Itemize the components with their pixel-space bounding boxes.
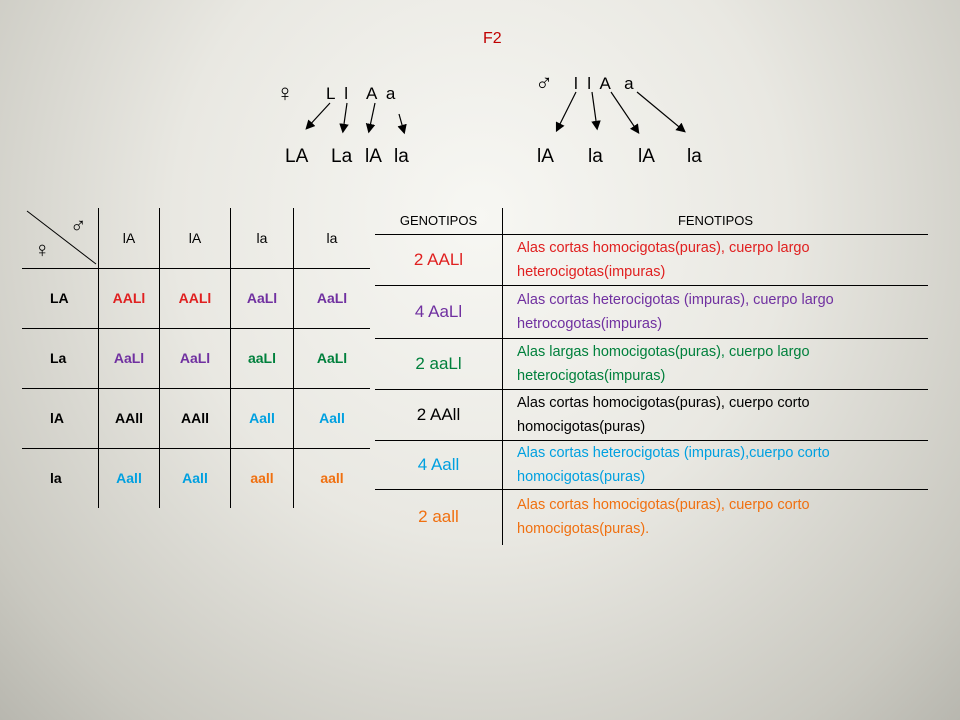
genotype-cell: 2 aall xyxy=(375,489,503,545)
punnett-col-header: lA xyxy=(159,208,231,269)
punnett-row-header: La xyxy=(22,328,99,389)
punnett-cell: Aall xyxy=(159,448,231,508)
genotype-cell: 4 Aall xyxy=(375,440,503,490)
female-gamete: lA xyxy=(365,146,382,167)
punnett-square: ♂ ♀ lA lA la la LA AALl AALl AaLl AaLl L… xyxy=(22,208,370,508)
phenotype-cell: Alas cortas homocigotas(puras), cuerpo l… xyxy=(502,234,928,286)
punnett-cell: aall xyxy=(230,448,294,508)
punnett-cell: AALl xyxy=(159,268,231,329)
male-parent-genotype: l l A a xyxy=(574,74,634,93)
punnett-cell: Aall xyxy=(293,388,370,449)
punnett-cell: AAll xyxy=(159,388,231,449)
male-gamete: lA xyxy=(638,146,655,167)
male-gamete: la xyxy=(588,146,603,167)
punnett-cell: AaLl xyxy=(230,268,294,329)
female-gamete: la xyxy=(394,146,409,167)
phenotype-cell: Alas cortas heterocigotas (impuras), cue… xyxy=(502,285,928,339)
male-symbol-icon: ♂ xyxy=(70,213,87,238)
phenotype-cell: Alas cortas homocigotas(puras), cuerpo c… xyxy=(517,497,810,538)
male-gamete: lA xyxy=(537,146,554,167)
male-symbol-icon: ♂ xyxy=(535,70,553,97)
page-title: F2 xyxy=(483,30,502,47)
punnett-cell: AALl xyxy=(98,268,160,329)
punnett-row-header: la xyxy=(22,448,99,508)
punnett-cell: AAll xyxy=(98,388,160,449)
punnett-col-header: lA xyxy=(98,208,160,269)
female-gamete: LA xyxy=(285,146,309,167)
punnett-corner: ♂ ♀ xyxy=(22,208,99,269)
genotype-cell: 2 AAll xyxy=(375,389,503,441)
genotypes-header: GENOTIPOS xyxy=(375,208,503,235)
punnett-row-header: lA xyxy=(22,388,99,449)
punnett-cell: Aall xyxy=(230,388,294,449)
phenotype-cell: Alas cortas heterocigotas (impuras),cuer… xyxy=(502,440,928,490)
punnett-cell: aall xyxy=(320,470,344,487)
genotype-cell: 2 aaLl xyxy=(375,338,503,390)
punnett-col-header: la xyxy=(293,208,370,269)
punnett-cell: Aall xyxy=(98,448,160,508)
phenotype-cell: Alas cortas homocigotas(puras), cuerpo c… xyxy=(502,389,928,441)
female-parent-genotype: L l A a xyxy=(326,84,396,103)
phenotype-cell: Alas largas homocigotas(puras), cuerpo l… xyxy=(502,338,928,390)
punnett-cell: AaLl xyxy=(159,328,231,389)
punnett-col-header: la xyxy=(230,208,294,269)
genotype-phenotype-table: GENOTIPOS FENOTIPOS 2 AALl Alas cortas h… xyxy=(375,208,928,545)
male-gamete: la xyxy=(687,146,702,167)
punnett-cell: AaLl xyxy=(293,268,370,329)
punnett-cell: aaLl xyxy=(230,328,294,389)
female-symbol-icon: ♀ xyxy=(276,80,294,107)
genotype-cell: 4 AaLl xyxy=(375,285,503,339)
female-gamete: La xyxy=(331,146,353,167)
genotype-cell: 2 AALl xyxy=(375,234,503,286)
female-symbol-icon: ♀ xyxy=(34,237,51,262)
punnett-cell: AaLl xyxy=(293,328,370,389)
punnett-cell: AaLl xyxy=(98,328,160,389)
phenotypes-header: FENOTIPOS xyxy=(502,208,928,235)
punnett-row-header: LA xyxy=(22,268,99,329)
